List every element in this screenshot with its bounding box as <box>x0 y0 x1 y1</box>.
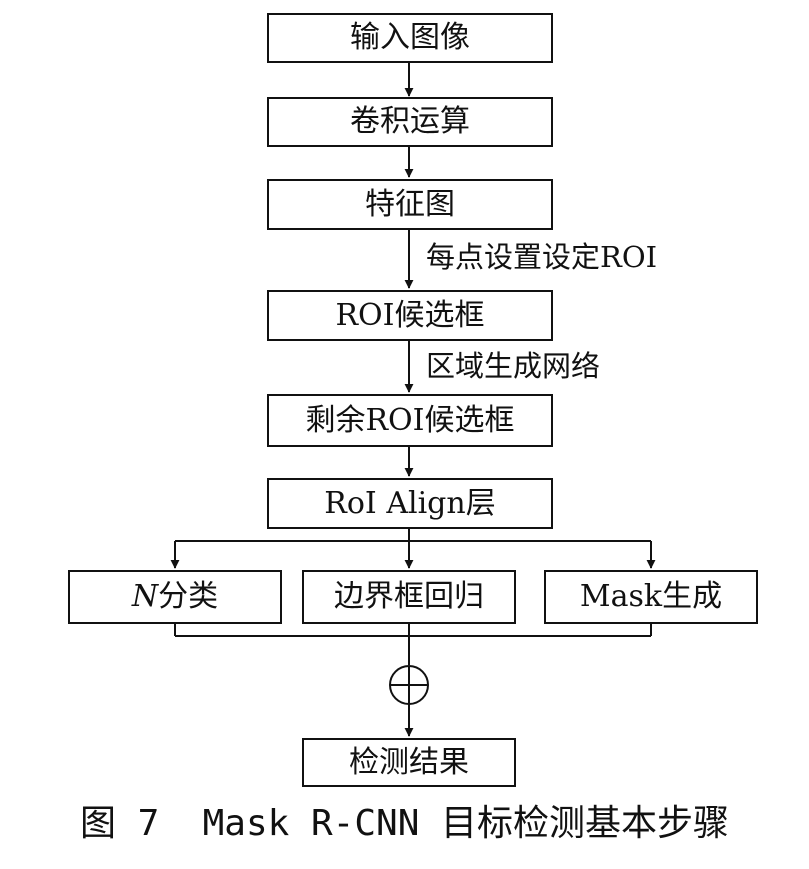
node-bbox-regression-label: 边界框回归 <box>334 579 484 614</box>
node-roi-align: RoI Align层 <box>267 478 553 529</box>
n-classification-text: 分类 <box>158 579 219 614</box>
node-feature-map-label: 特征图 <box>365 186 455 222</box>
node-bbox-regression: 边界框回归 <box>302 570 516 624</box>
node-detection-result: 检测结果 <box>302 738 516 787</box>
node-convolution-label: 卷积运算 <box>350 104 470 139</box>
node-roi-align-label: RoI Align层 <box>324 485 496 521</box>
node-mask-generation: Mask生成 <box>544 570 758 624</box>
node-convolution: 卷积运算 <box>267 97 553 147</box>
node-feature-map: 特征图 <box>267 179 553 230</box>
node-input-image: 输入图像 <box>267 13 553 63</box>
edge-label-set-roi: 每点设置设定ROI <box>426 240 658 274</box>
node-mask-generation-label: Mask生成 <box>579 579 723 614</box>
node-remaining-roi: 剩余ROI候选框 <box>267 394 553 447</box>
node-input-image-label: 输入图像 <box>350 20 470 55</box>
node-n-classification-label: N分类 <box>132 582 218 612</box>
node-detection-result-label: 检测结果 <box>349 744 469 780</box>
n-symbol: N <box>131 579 159 614</box>
node-roi-candidates: ROI候选框 <box>267 290 553 341</box>
figure-caption: 图 7 Mask R-CNN 目标检测基本步骤 <box>79 803 730 844</box>
node-roi-candidates-label: ROI候选框 <box>335 297 485 333</box>
node-n-classification: N分类 <box>68 570 282 624</box>
node-remaining-roi-label: 剩余ROI候选框 <box>305 402 515 438</box>
edge-label-rpn: 区域生成网络 <box>426 349 601 383</box>
